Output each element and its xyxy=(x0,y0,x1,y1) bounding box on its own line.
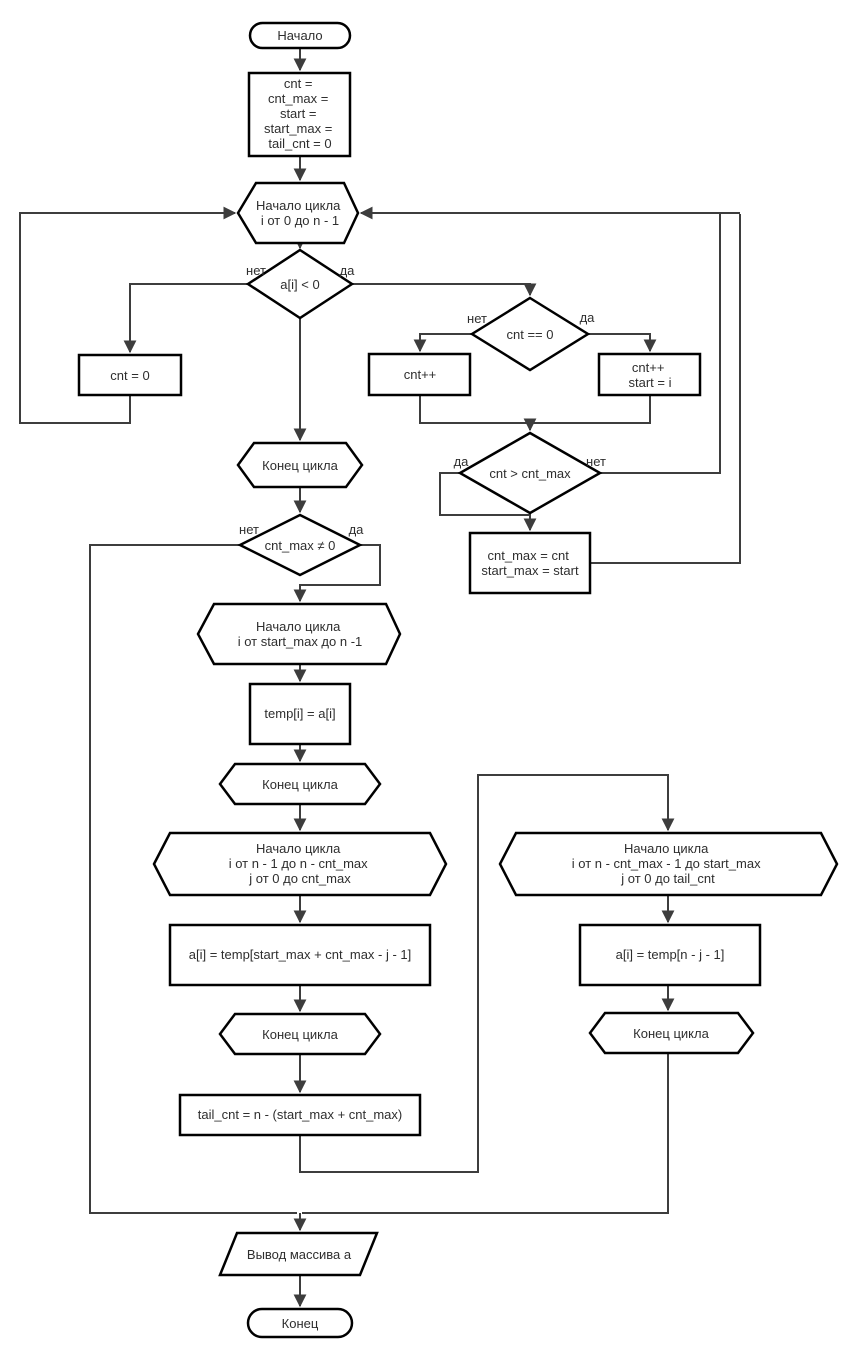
node-label: Начало цикла i от n - cnt_max - 1 до sta… xyxy=(572,841,764,886)
edge-condne0-no-bottommerge xyxy=(89,544,297,1214)
node-label: Конец xyxy=(282,1316,319,1331)
branch-no-label: нет xyxy=(586,454,606,469)
node-loop4-begin: Начало цикла i от n - cnt_max - 1 до sta… xyxy=(498,831,839,897)
node-label: Начало цикла i от n - 1 до n - cnt_max j… xyxy=(229,841,372,886)
node-init: cnt = cnt_max = start = start_max = tail… xyxy=(247,71,352,158)
branch-yes-label: да xyxy=(454,454,470,469)
loop-begin-shape xyxy=(152,831,448,897)
edge-tailcnt-loop4 xyxy=(299,774,675,1173)
terminal-shape xyxy=(248,21,352,50)
node-label: a[i] < 0 xyxy=(280,277,319,292)
io-shape xyxy=(218,1231,379,1277)
node-copy-temp: temp[i] = a[i] xyxy=(248,682,352,746)
edge-condne0-yes-loop2 xyxy=(293,544,381,603)
node-cnt-reset: cnt = 0 xyxy=(77,353,183,397)
loop-end-shape xyxy=(218,762,382,806)
node-loop3-end: Конец цикла xyxy=(218,1012,382,1056)
node-assign-rev: a[i] = temp[start_max + cnt_max - j - 1] xyxy=(168,923,432,987)
node-label: cnt++ start = i xyxy=(629,360,672,390)
node-cnt-inc: cnt++ xyxy=(367,352,472,397)
edge-condneg-no-cntreset xyxy=(123,283,248,354)
branch-no-label: нет xyxy=(467,311,487,326)
node-loop1-begin: Начало цикла i от 0 до n - 1 xyxy=(236,181,360,245)
node-label: Конец цикла xyxy=(262,1027,338,1042)
node-label: cnt = cnt_max = start = start_max = tail… xyxy=(264,76,336,151)
branch-yes-label: да xyxy=(340,263,356,278)
edge-cntinc-merge xyxy=(419,395,530,424)
node-label: Конец цикла xyxy=(262,777,338,792)
node-label: Конец цикла xyxy=(262,458,338,473)
loop-end-shape xyxy=(588,1011,755,1055)
decision-shape xyxy=(469,296,591,372)
branch-yes-label: да xyxy=(349,522,365,537)
node-loop3-begin: Начало цикла i от n - 1 до n - cnt_max j… xyxy=(152,831,448,897)
process-shape xyxy=(248,682,352,746)
node-cnt-inc-start: cnt++ start = i xyxy=(597,352,702,397)
edge-loop4end-bottommerge xyxy=(302,1053,669,1214)
node-cond-cnt-eq0: cnt == 0 нет да xyxy=(467,296,596,372)
node-label: Начало цикла i от 0 до n - 1 xyxy=(256,198,344,228)
node-start: Начало xyxy=(248,21,352,50)
loop-end-shape xyxy=(218,1012,382,1056)
edge-condgtmax-no-up xyxy=(600,214,721,474)
node-cond-cntmax-ne0: cnt_max ≠ 0 нет да xyxy=(237,513,365,577)
edge-condeq0-no-cntinc xyxy=(413,333,472,353)
node-cond-cnt-gt-max: cnt > cnt_max да нет xyxy=(454,431,606,515)
edge-condneg-yes-condeq0 xyxy=(352,283,537,297)
process-shape xyxy=(77,353,183,397)
loop-end-shape xyxy=(236,441,364,489)
edge-cntreset-loopback xyxy=(19,206,237,424)
process-shape xyxy=(367,352,472,397)
loop-begin-shape xyxy=(236,181,360,245)
edge-updatemax-right-up xyxy=(590,214,741,564)
process-shape xyxy=(468,531,592,595)
node-loop4-end: Конец цикла xyxy=(588,1011,755,1055)
node-loop2-end: Конец цикла xyxy=(218,762,382,806)
node-label: cnt == 0 xyxy=(507,327,554,342)
node-label: Начало xyxy=(277,28,322,43)
connectors xyxy=(19,48,741,1308)
terminal-shape xyxy=(246,1307,354,1339)
node-label: cnt = 0 xyxy=(110,368,149,383)
edge-condgtmax-yes-updatemax xyxy=(439,472,537,532)
node-label: tail_cnt = n - (start_max + cnt_max) xyxy=(198,1107,402,1122)
process-shape xyxy=(578,923,762,987)
edge-condeq0-yes-cntincstart xyxy=(588,333,657,353)
node-assign-tail: a[i] = temp[n - j - 1] xyxy=(578,923,762,987)
node-end: Конец xyxy=(246,1307,354,1339)
node-label: cnt > cnt_max xyxy=(489,466,571,481)
process-shape xyxy=(168,923,432,987)
node-label: cnt++ xyxy=(404,367,437,382)
loop-begin-shape xyxy=(196,602,402,666)
decision-shape xyxy=(457,431,603,515)
process-shape xyxy=(597,352,702,397)
node-label: cnt_max ≠ 0 xyxy=(265,538,336,553)
node-cond-neg: a[i] < 0 нет да xyxy=(245,248,356,320)
decision-shape xyxy=(237,513,363,577)
node-label: Вывод массива а xyxy=(247,1247,352,1262)
branch-no-label: нет xyxy=(239,522,259,537)
node-label: a[i] = temp[start_max + cnt_max - j - 1] xyxy=(189,947,412,962)
edge-cntincstart-merge xyxy=(530,395,651,424)
node-label: cnt_max = cnt start_max = start xyxy=(481,548,579,578)
process-shape xyxy=(247,71,352,158)
node-label: a[i] = temp[n - j - 1] xyxy=(616,947,725,962)
node-loop1-end: Конец цикла xyxy=(236,441,364,489)
node-loop2-begin: Начало цикла i от start_max до n -1 xyxy=(196,602,402,666)
node-output: Вывод массива а xyxy=(218,1231,379,1277)
node-label: Конец цикла xyxy=(633,1026,709,1041)
branch-yes-label: да xyxy=(580,310,596,325)
node-label: Начало цикла i от start_max до n -1 xyxy=(238,619,363,649)
process-shape xyxy=(178,1093,422,1137)
decision-shape xyxy=(245,248,355,320)
branch-no-label: нет xyxy=(246,263,266,278)
loop-begin-shape xyxy=(498,831,839,897)
node-tail-cnt: tail_cnt = n - (start_max + cnt_max) xyxy=(178,1093,422,1137)
node-update-max: cnt_max = cnt start_max = start xyxy=(468,531,592,595)
node-label: temp[i] = a[i] xyxy=(264,706,335,721)
